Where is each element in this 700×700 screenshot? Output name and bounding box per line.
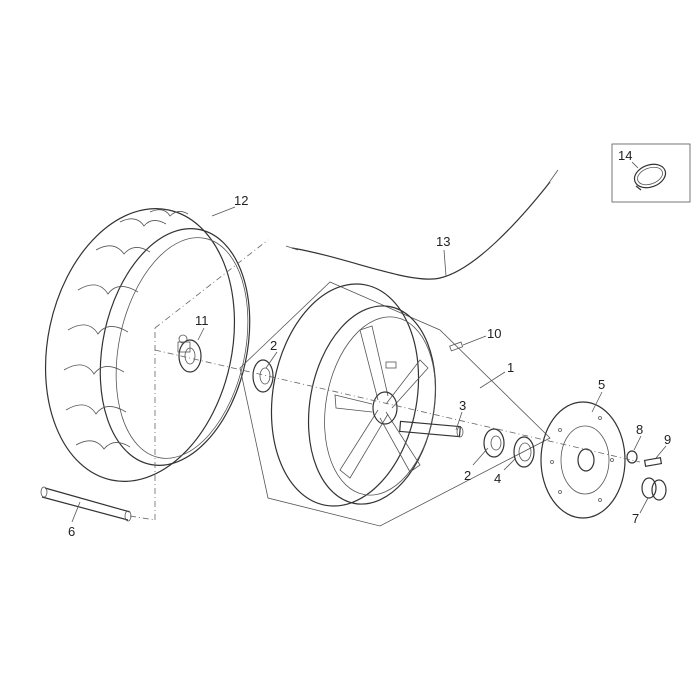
center-lines <box>129 239 641 521</box>
callout-2-left: 2 <box>270 338 277 353</box>
speedo-drive <box>177 334 202 373</box>
callout-14: 14 <box>618 148 632 163</box>
callout-2-right: 2 <box>464 468 471 483</box>
callout-3: 3 <box>459 398 466 413</box>
brake-disc <box>540 401 626 519</box>
axle-6 <box>40 486 132 522</box>
bearing-right <box>483 428 505 458</box>
screw-10 <box>385 341 464 369</box>
screw-9 <box>643 456 663 468</box>
callout-1: 1 <box>507 360 514 375</box>
rim <box>239 281 551 527</box>
washer-8 <box>626 450 638 464</box>
callout-labels: 1 2 2 3 4 5 6 7 8 9 10 11 12 13 14 <box>68 148 671 539</box>
leader-lines <box>71 161 667 523</box>
callout-10: 10 <box>487 326 501 341</box>
part-14-inset <box>611 143 691 203</box>
seal-4 <box>513 436 535 468</box>
bush-7 <box>641 477 667 501</box>
callout-7: 7 <box>632 511 639 526</box>
speedo-cable <box>285 169 559 280</box>
callout-5: 5 <box>598 377 605 392</box>
callout-13: 13 <box>436 234 450 249</box>
callout-8: 8 <box>636 422 643 437</box>
spacer-3 <box>399 420 464 438</box>
callout-6: 6 <box>68 524 75 539</box>
bearing-left <box>252 359 274 393</box>
callout-12: 12 <box>234 193 248 208</box>
callout-9: 9 <box>664 432 671 447</box>
tyre <box>44 208 251 482</box>
callout-11: 11 <box>195 313 209 328</box>
callout-4: 4 <box>494 471 501 486</box>
